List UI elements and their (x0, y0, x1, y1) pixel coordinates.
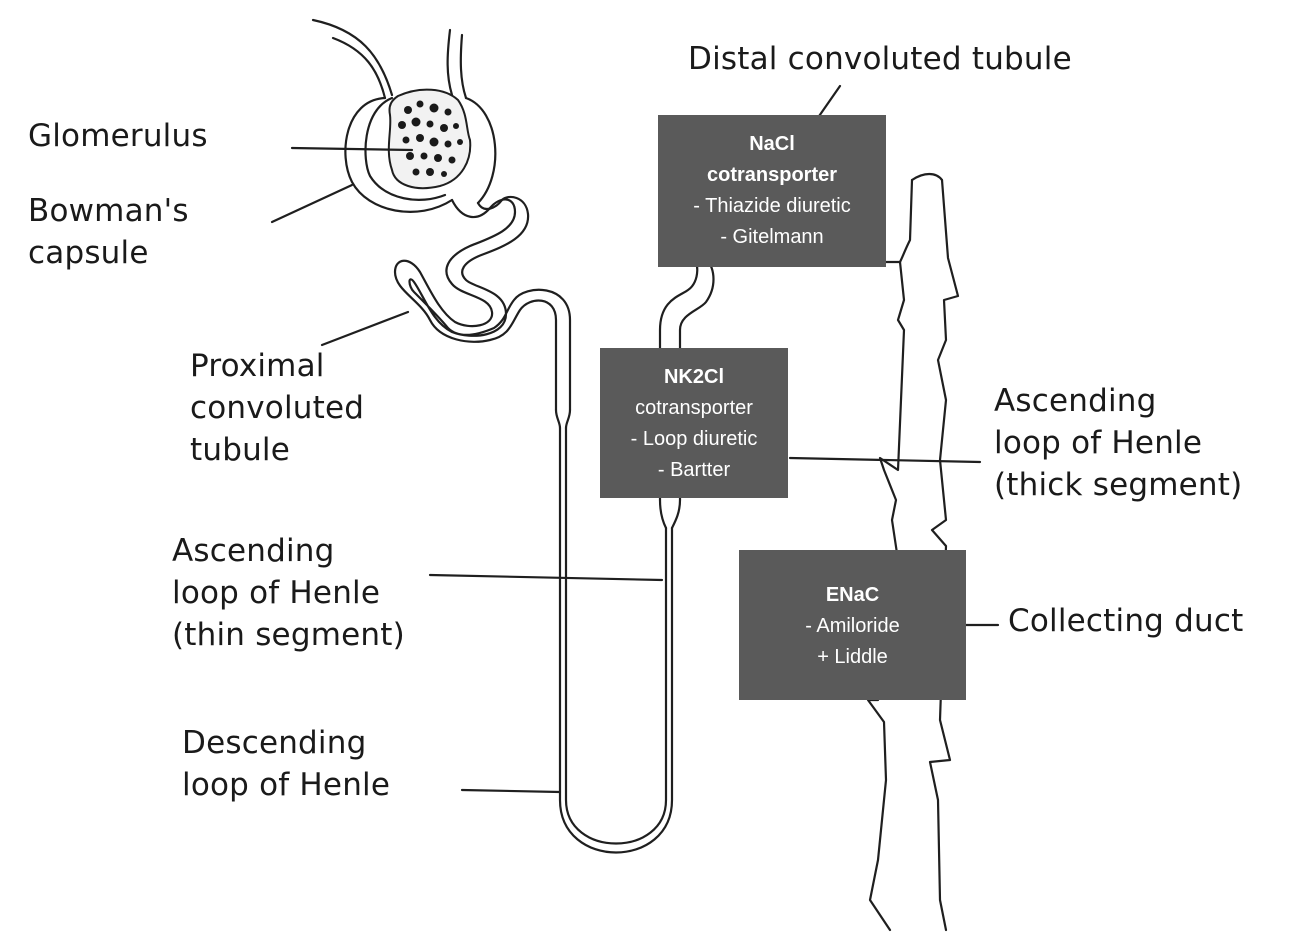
nacl-box-item: - Gitelmann (658, 222, 886, 253)
collecting-duct-top (912, 174, 942, 180)
enac-box-item: + Liddle (739, 642, 966, 673)
leader-proximal (322, 312, 408, 345)
enac-box: ENaC - Amiloride + Liddle (739, 550, 966, 700)
enac-box-title: ENaC (739, 580, 966, 611)
ascending-thin-label: Ascending loop of Henle (thin segment) (172, 530, 405, 656)
nk2cl-cotransporter-box: NK2Cl cotransporter - Loop diuretic - Ba… (600, 348, 788, 498)
nk2cl-box-item: - Bartter (600, 455, 788, 486)
nacl-box-item: - Thiazide diuretic (658, 191, 886, 222)
ascending-thick-label: Ascending loop of Henle (thick segment) (994, 380, 1242, 506)
proximal-tubule-label: Proximal convoluted tubule (190, 345, 364, 471)
leader-ascending-thin (430, 575, 662, 580)
collecting-duct-label: Collecting duct (1008, 600, 1243, 642)
distal-tubule-label: Distal convoluted tubule (688, 38, 1072, 80)
enac-box-item: - Amiloride (739, 611, 966, 642)
nacl-cotransporter-box: NaCl cotransporter - Thiazide diuretic -… (658, 115, 886, 267)
descending-label: Descending loop of Henle (182, 722, 390, 806)
vessel-right (448, 30, 452, 95)
proximal-tubule-inner (410, 197, 571, 410)
nacl-box-subtitle: cotransporter (658, 160, 886, 191)
nacl-box-title: NaCl (658, 129, 886, 160)
efferent-arteriole (333, 38, 385, 98)
vessel-right-2 (461, 35, 466, 98)
leader-descending (462, 790, 560, 792)
bowmans-capsule-label: Bowman's capsule (28, 190, 189, 274)
proximal-tubule-outer (395, 199, 556, 410)
nk2cl-box-subtitle: cotransporter (600, 393, 788, 424)
glomerulus-label: Glomerulus (28, 115, 208, 157)
nk2cl-box-title: NK2Cl (600, 362, 788, 393)
nk2cl-box-item: - Loop diuretic (600, 424, 788, 455)
glomerulus-tuft (389, 90, 470, 189)
leader-bowmans (272, 185, 352, 222)
